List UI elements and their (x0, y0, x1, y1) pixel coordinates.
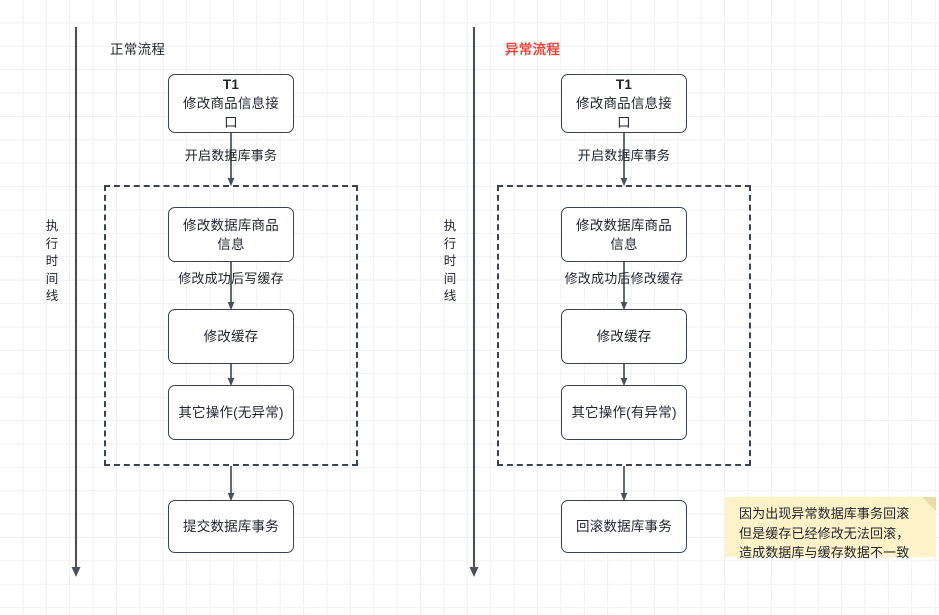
timeline-char-1: 行 (45, 236, 59, 251)
node-commit-transaction-label: 提交数据库事务 (183, 519, 279, 534)
node-update-cache-normal[interactable]: 修改缓存 (168, 309, 294, 364)
column-title-normal-flow: 正常流程 (110, 42, 166, 57)
timeline-char-3: 间 (45, 271, 59, 286)
note-line-1: 但是缓存已经修改无法回滚， (739, 525, 910, 541)
timeline-char-0: 执 (45, 219, 59, 233)
node-other-ops-abnormal-label: 其它操作(有异常) (571, 405, 677, 420)
note-line-2: 造成数据库与缓存数据不一致 (739, 545, 910, 560)
timeline-char-4-right: 线 (443, 289, 457, 303)
node-entry-normal[interactable]: T1 修改商品信息接口 (168, 74, 294, 133)
timeline-label-right: 执 行 时 间 线 (442, 218, 458, 306)
node-update-cache-abnormal-label: 修改缓存 (596, 329, 652, 344)
transaction-boundary-abnormal (497, 185, 751, 466)
node-update-cache-abnormal[interactable]: 修改缓存 (561, 309, 687, 364)
timeline-char-1-right: 行 (443, 236, 457, 251)
node-update-cache-normal-label: 修改缓存 (203, 329, 259, 344)
node-commit-transaction[interactable]: 提交数据库事务 (168, 500, 294, 553)
node-update-db-normal-label: 修改数据库商品信息 (183, 217, 279, 252)
timeline-char-0-right: 执 (443, 219, 457, 233)
edge-label-write-cache-normal: 修改成功后写缓存 (178, 271, 284, 286)
node-other-ops-normal[interactable]: 其它操作(无异常) (168, 385, 294, 440)
column-title-abnormal-flow: 异常流程 (505, 42, 561, 57)
node-entry-abnormal-subtitle: 修改商品信息接口 (576, 96, 672, 130)
note-fold-corner-icon (922, 497, 936, 511)
node-other-ops-normal-label: 其它操作(无异常) (178, 405, 284, 420)
node-update-db-abnormal-label: 修改数据库商品信息 (576, 217, 672, 252)
timeline-char-2-right: 时 (443, 254, 457, 268)
node-update-db-normal[interactable]: 修改数据库商品信息 (168, 207, 294, 262)
explanation-sticky-note: 因为出现异常数据库事务回滚 但是缓存已经修改无法回滚， 造成数据库与缓存数据不一… (725, 497, 936, 560)
node-entry-normal-title: T1 (222, 77, 240, 92)
node-entry-abnormal-title: T1 (615, 77, 633, 92)
timeline-char-2: 时 (45, 254, 59, 268)
node-update-db-abnormal[interactable]: 修改数据库商品信息 (561, 207, 687, 262)
edge-label-begin-transaction-normal: 开启数据库事务 (184, 148, 278, 163)
edge-label-begin-transaction-abnormal: 开启数据库事务 (577, 148, 671, 163)
edge-label-modify-cache-abnormal: 修改成功后修改缓存 (564, 271, 684, 286)
node-entry-abnormal[interactable]: T1 修改商品信息接口 (561, 74, 687, 133)
timeline-char-4: 线 (45, 289, 59, 303)
transaction-boundary-normal (104, 185, 358, 466)
node-entry-normal-subtitle: 修改商品信息接口 (183, 96, 279, 130)
node-rollback-transaction[interactable]: 回滚数据库事务 (561, 500, 687, 553)
node-other-ops-abnormal[interactable]: 其它操作(有异常) (561, 385, 687, 440)
note-line-0: 因为出现异常数据库事务回滚 (739, 506, 910, 521)
node-rollback-transaction-label: 回滚数据库事务 (576, 519, 672, 534)
timeline-label-left: 执 行 时 间 线 (44, 218, 60, 306)
timeline-char-3-right: 间 (443, 271, 457, 286)
